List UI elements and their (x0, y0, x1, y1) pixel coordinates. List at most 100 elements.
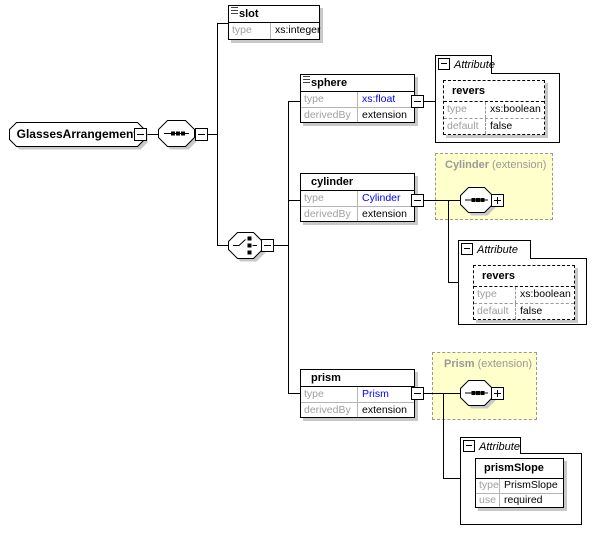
connector-line (288, 101, 301, 102)
attribute-default-label: default (474, 304, 516, 319)
sphere-attribute-revers-box[interactable]: revers type xs:boolean default false (443, 80, 545, 135)
cylinder-attribute-group-label: Attribute (477, 244, 518, 256)
sphere-type-label: type (301, 92, 358, 107)
element-cylinder-name: cylinder (311, 176, 354, 188)
slot-type-label: type (229, 23, 271, 39)
prism-derivedby-value: extension (362, 404, 407, 416)
prism-extension-name: Prism (444, 358, 475, 370)
attribute-type-row: type xs:boolean (444, 102, 544, 118)
cylinder-derivedby-row: derivedBy extension (301, 206, 414, 221)
sphere-collapse-button[interactable] (411, 95, 424, 108)
cylinder-type-link[interactable]: Cylinder (362, 192, 401, 204)
attribute-type-row: type PrismSlope (476, 479, 563, 493)
attribute-name: prismSlope (476, 459, 563, 479)
prism-type-label: type (301, 387, 358, 402)
sphere-type-row: type xs:float (301, 92, 414, 107)
element-sphere-name: sphere (311, 77, 348, 89)
sphere-derivedby-label: derivedBy (301, 108, 358, 122)
cylinder-extension-expand-button[interactable] (491, 194, 504, 207)
cylinder-extension-name: Cylinder (445, 159, 490, 171)
attribute-use-value: required (504, 494, 543, 506)
connector-line (217, 245, 229, 246)
sequence-collapse-button[interactable] (195, 128, 208, 141)
sphere-type-link[interactable]: xs:float (362, 93, 396, 105)
connector-line (423, 200, 461, 201)
connector-line (207, 134, 217, 135)
element-slot-name: slot (239, 8, 259, 20)
cylinder-extension-suffix: (extension) (492, 159, 547, 171)
attribute-type-label: type (474, 287, 516, 303)
prism-extension-title: Prism(extension) (444, 358, 532, 370)
element-prism-box[interactable]: prism type Prism derivedBy extension (300, 369, 415, 418)
element-cylinder-header: cylinder (301, 174, 414, 191)
connector-line (217, 23, 218, 246)
choice-collapse-button[interactable] (261, 239, 274, 252)
attribute-use-label: use (476, 494, 500, 507)
root-element-label: GlassesArrangement (16, 127, 138, 141)
element-slot-box[interactable]: slot type xs:integer (228, 5, 321, 40)
cylinder-type-label: type (301, 191, 358, 206)
attribute-type-label: type (476, 479, 500, 493)
attribute-type-value: xs:boolean (520, 288, 571, 300)
prism-type-row: type Prism (301, 387, 414, 402)
attribute-default-value: false (520, 305, 543, 317)
connector-line (145, 134, 159, 135)
attribute-type-row: type xs:boolean (474, 287, 574, 303)
slot-type-value: xs:integer (275, 24, 321, 36)
prism-extension-sequence-icon[interactable] (460, 380, 497, 410)
sphere-derivedby-row: derivedBy extension (301, 107, 414, 122)
connector-line (273, 245, 288, 246)
prism-derivedby-row: derivedBy extension (301, 402, 414, 417)
cylinder-extension-title: Cylinder(extension) (445, 159, 546, 171)
annotation-icon (303, 76, 310, 83)
connector-line (288, 393, 301, 394)
element-prism-header: prism (301, 370, 414, 387)
element-sphere-box[interactable]: sphere type xs:float derivedBy extension (300, 74, 415, 123)
connector-line (443, 393, 444, 479)
attribute-name: revers (444, 81, 544, 102)
cylinder-extension-sequence-icon[interactable] (460, 187, 497, 217)
attribute-default-row: default false (474, 303, 574, 319)
attribute-use-row: use required (476, 493, 563, 507)
sequence-icon[interactable] (158, 120, 199, 151)
cylinder-derivedby-value: extension (362, 208, 407, 220)
connector-line (217, 23, 229, 24)
attribute-name: revers (474, 266, 574, 287)
sphere-attribute-group-collapse-button[interactable] (438, 58, 450, 70)
prism-collapse-button[interactable] (411, 387, 424, 400)
attribute-default-row: default false (444, 118, 544, 134)
root-collapse-button[interactable] (134, 128, 147, 141)
prism-attribute-group-collapse-button[interactable] (463, 440, 475, 452)
choice-icon[interactable] (228, 232, 267, 263)
connector-line (423, 393, 461, 394)
attribute-type-value: xs:boolean (490, 103, 541, 115)
element-slot-header: slot (229, 6, 319, 23)
attribute-type-value: PrismSlope (504, 479, 558, 491)
element-cylinder-box[interactable]: cylinder type Cylinder derivedBy extensi… (300, 173, 415, 222)
connector-line (448, 282, 459, 283)
cylinder-derivedby-label: derivedBy (301, 207, 358, 221)
prism-extension-expand-button[interactable] (491, 387, 504, 400)
slot-type-row: type xs:integer (229, 23, 321, 39)
element-prism-name: prism (311, 372, 341, 384)
cylinder-collapse-button[interactable] (411, 194, 424, 207)
sphere-derivedby-value: extension (362, 109, 407, 121)
cylinder-attribute-revers-box[interactable]: revers type xs:boolean default false (473, 265, 575, 320)
annotation-icon (231, 7, 238, 14)
prism-derivedby-label: derivedBy (301, 403, 358, 417)
attribute-default-value: false (490, 120, 513, 132)
connector-line (288, 101, 289, 394)
element-sphere-header: sphere (301, 75, 414, 92)
prism-type-link[interactable]: Prism (362, 388, 389, 400)
connector-line (448, 200, 449, 283)
connector-line (288, 200, 301, 201)
connector-line (423, 101, 436, 102)
attribute-default-label: default (444, 119, 486, 134)
attribute-type-label: type (444, 102, 486, 118)
prism-attribute-prismslope-box[interactable]: prismSlope type PrismSlope use required (475, 458, 564, 508)
connector-line (443, 478, 461, 479)
cylinder-attribute-group-collapse-button[interactable] (461, 243, 473, 255)
prism-attribute-group-label: Attribute (479, 441, 520, 453)
root-element-shape[interactable] (9, 122, 149, 151)
